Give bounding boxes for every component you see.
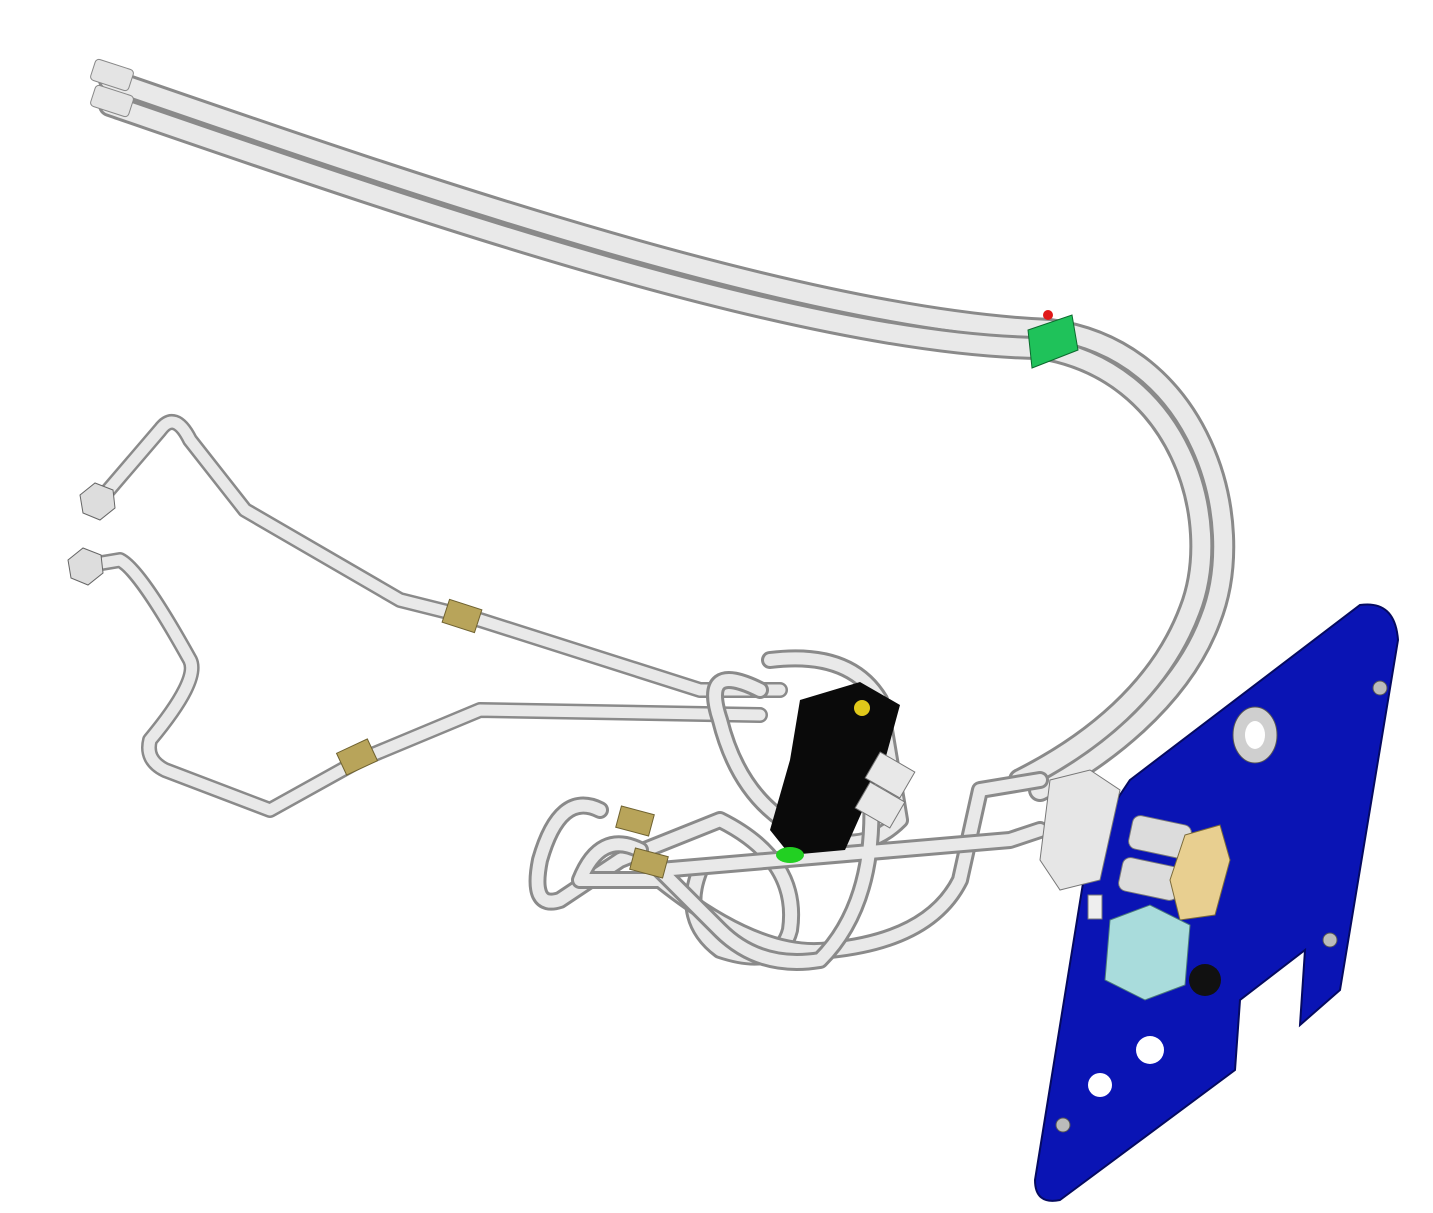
bent-tube-pair: [67, 414, 788, 818]
plate-hole: [1088, 1073, 1112, 1097]
elbow-fitting: [864, 751, 916, 799]
quick-couplers: [1118, 815, 1231, 921]
brass-sleeve: [615, 805, 655, 837]
brass-sleeve: [629, 847, 669, 879]
hose-end-fitting: [90, 58, 134, 92]
plate-hole: [1136, 1036, 1164, 1064]
hydraulic-hose-pair: [90, 58, 1236, 802]
bolt: [1372, 680, 1388, 696]
valve-cap: [776, 847, 804, 863]
hose-end-fitting: [90, 84, 134, 118]
clamp-bolt: [1043, 310, 1053, 320]
manifold-block: [1039, 769, 1121, 891]
bolt: [1055, 1117, 1071, 1133]
brass-sleeve: [441, 598, 483, 634]
hex-nut: [67, 547, 104, 586]
bolt: [1322, 932, 1338, 948]
brass-sleeve: [335, 738, 379, 776]
hose-clamp: [1027, 310, 1079, 369]
plate-hole: [1245, 721, 1265, 749]
valve-plug: [854, 700, 870, 716]
elbow-fitting: [854, 781, 906, 829]
valve-block: [770, 682, 916, 863]
solenoid-connector: [1189, 964, 1221, 996]
hex-nut: [79, 482, 116, 521]
label-plate: [1087, 894, 1103, 920]
solenoid-valve: [1087, 894, 1221, 1001]
